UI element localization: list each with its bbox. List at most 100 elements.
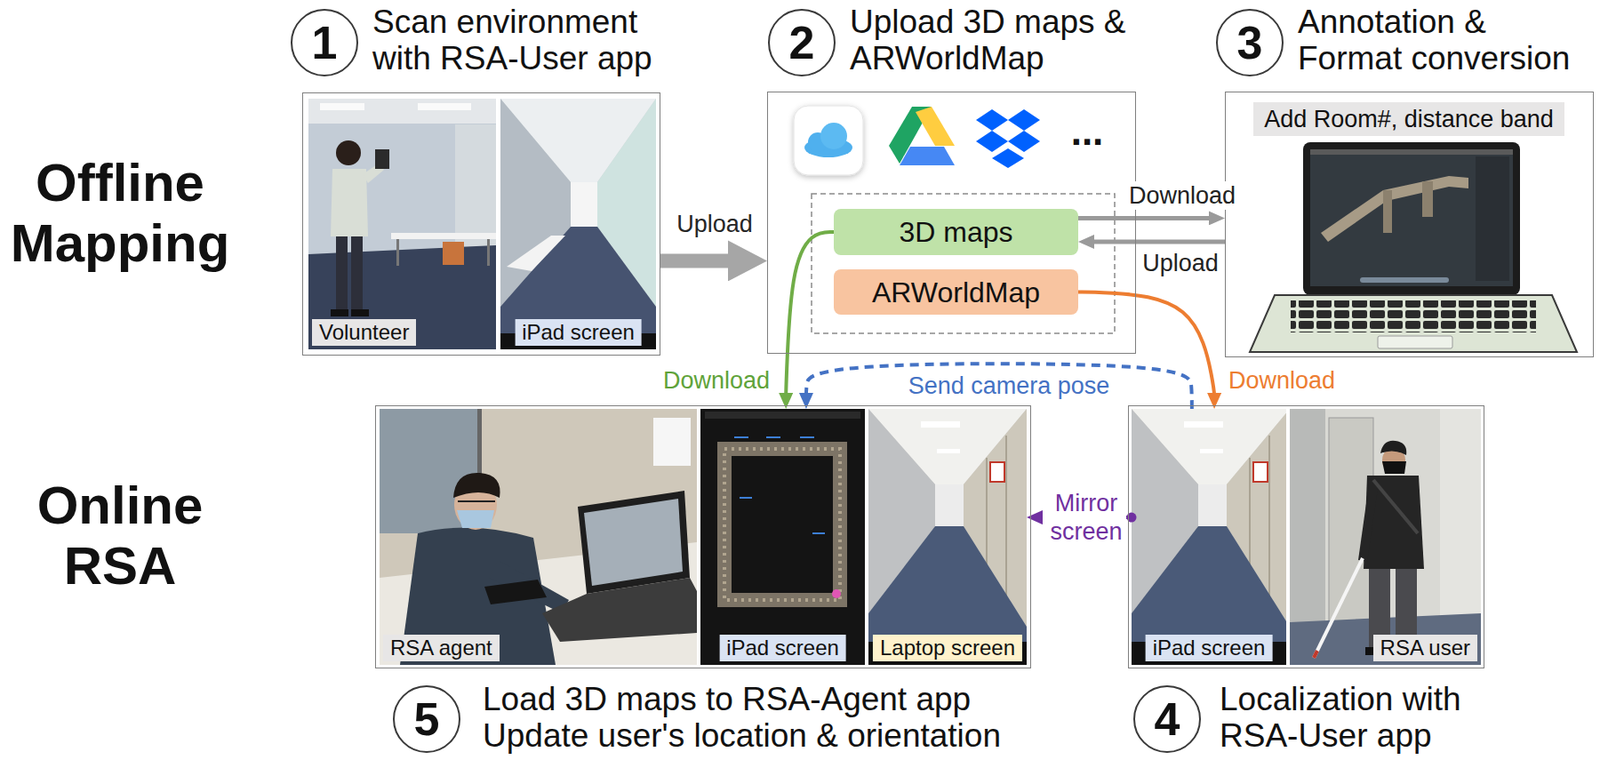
user-photo bbox=[1313, 650, 1318, 658]
laptop-figure bbox=[1310, 149, 1513, 287]
user-photo bbox=[1358, 484, 1378, 562]
volunteer-photo bbox=[417, 103, 472, 111]
volunteer-photo bbox=[487, 239, 490, 266]
map-screen-photo bbox=[734, 436, 749, 439]
map-screen-photo bbox=[812, 532, 825, 535]
ipad-scan-photo bbox=[500, 98, 656, 350]
volunteer-photo bbox=[391, 232, 496, 240]
laptop-figure bbox=[1320, 176, 1469, 242]
step-number: 1 bbox=[312, 19, 338, 66]
photo-caption: iPad screen bbox=[719, 634, 847, 662]
box-label: ARWorldMap bbox=[872, 275, 1040, 310]
tag-label: Add Room#, distance band bbox=[1264, 104, 1554, 135]
photo-panel: Laptop screen bbox=[868, 408, 1027, 665]
laptop-figure bbox=[1249, 295, 1577, 352]
user-photo bbox=[1380, 440, 1407, 456]
laptop-figure bbox=[1310, 149, 1513, 155]
map-screen-photo bbox=[724, 448, 840, 600]
arrow-label: Download bbox=[1126, 181, 1239, 210]
map-screen-photo bbox=[704, 411, 861, 419]
step-number: 3 bbox=[1237, 19, 1264, 66]
ipad-scan-photo bbox=[506, 235, 566, 272]
arrow-label: Send camera pose bbox=[905, 371, 1113, 400]
more-services-mark: ... bbox=[1071, 109, 1104, 154]
cloud-icons bbox=[1008, 130, 1040, 152]
volunteer-photo bbox=[351, 309, 369, 317]
step-number: 2 bbox=[789, 19, 816, 66]
cloud-icons bbox=[976, 109, 1008, 131]
data-box: ARWorldMap bbox=[833, 269, 1079, 315]
cloud-icons bbox=[820, 122, 848, 150]
arrow-label: Download bbox=[1225, 366, 1338, 395]
hallway-photo bbox=[935, 484, 964, 527]
cloud-icons bbox=[899, 146, 955, 166]
photo-panel: iPad screen bbox=[1131, 408, 1287, 665]
laptop-figure bbox=[1377, 336, 1453, 349]
map-screen-photo bbox=[832, 589, 841, 599]
user-photo bbox=[1373, 480, 1418, 534]
ipad-scan-photo bbox=[570, 182, 598, 227]
photo-panel: iPad screen bbox=[700, 408, 865, 665]
hallway-photo bbox=[1131, 408, 1287, 665]
photo-panel: RSA user bbox=[1289, 408, 1481, 665]
agent-photo bbox=[542, 577, 697, 642]
photo-caption: Laptop screen bbox=[872, 634, 1023, 662]
connector-group bbox=[660, 217, 1225, 518]
cloud-icons bbox=[992, 148, 1024, 168]
photo-caption: RSA user bbox=[1373, 634, 1478, 662]
cloud-icons bbox=[976, 130, 1008, 152]
hallway-photo bbox=[1200, 448, 1224, 454]
arrow-label: Upload bbox=[1139, 248, 1222, 278]
photo-caption: iPad screen bbox=[1145, 634, 1273, 662]
hallway-photo bbox=[985, 457, 988, 569]
map-screen-photo bbox=[724, 448, 840, 600]
step-heading: Upload 3D maps & ARWorldMap bbox=[849, 3, 1152, 77]
volunteer-photo bbox=[375, 149, 390, 169]
agent-photo bbox=[453, 472, 501, 498]
agent-photo bbox=[457, 500, 496, 503]
hallway-photo bbox=[990, 462, 1005, 482]
photo-caption: iPad screen bbox=[514, 319, 642, 346]
map-screen-photo bbox=[739, 496, 752, 499]
hallway-photo bbox=[1005, 435, 1008, 596]
step-panel: Localization with RSA-User appiPad scree… bbox=[1128, 405, 1485, 669]
volunteer-photo bbox=[308, 98, 496, 124]
photo-caption: RSA agent bbox=[383, 634, 500, 662]
laptop-figure bbox=[1383, 190, 1392, 233]
arrow-label: Download bbox=[660, 366, 773, 395]
box-label: 3D maps bbox=[898, 215, 1013, 249]
data-box: 3D maps bbox=[833, 208, 1079, 256]
agent-photo bbox=[653, 417, 691, 466]
step-panel: Load 3D maps to RSA-Agent app Update use… bbox=[375, 405, 1032, 669]
step-number-circle: 1 bbox=[290, 8, 359, 77]
user-photo bbox=[1289, 408, 1481, 665]
volunteer-photo bbox=[308, 98, 496, 350]
hallway-photo bbox=[868, 526, 1027, 642]
volunteer-photo bbox=[308, 98, 496, 350]
hallway-photo bbox=[1268, 435, 1271, 596]
user-photo bbox=[1289, 408, 1481, 665]
laptop-figure bbox=[1360, 277, 1449, 283]
laptop-figure bbox=[1249, 142, 1577, 352]
storage-frame bbox=[811, 193, 1115, 334]
laptop-figure bbox=[1303, 142, 1520, 296]
volunteer-photo bbox=[336, 140, 361, 166]
volunteer-photo bbox=[330, 309, 349, 317]
flow-arrow bbox=[1089, 239, 1225, 244]
hallway-photo bbox=[936, 448, 960, 454]
step-panel: Scan environment with RSA-User appVolunt… bbox=[302, 92, 661, 356]
step-number-circle: 3 bbox=[1216, 8, 1284, 77]
agent-photo bbox=[577, 490, 690, 594]
step-number: 4 bbox=[1154, 696, 1181, 743]
agent-photo bbox=[456, 510, 495, 528]
volunteer-photo bbox=[351, 232, 363, 313]
arrow-label: Mirror screen bbox=[1046, 488, 1127, 546]
step-number-circle: 5 bbox=[392, 685, 461, 753]
cloud-icons bbox=[793, 105, 1040, 176]
cloud-icons bbox=[915, 106, 955, 146]
user-photo bbox=[1313, 558, 1363, 658]
ipad-scan-photo bbox=[500, 226, 656, 334]
